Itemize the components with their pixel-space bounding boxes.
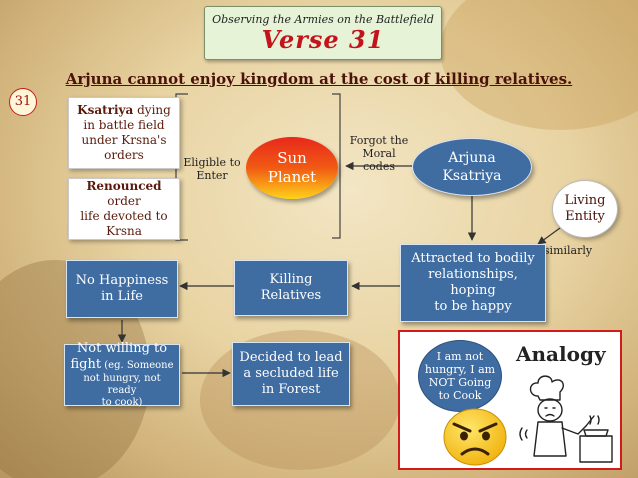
analogy-panel: Analogy I am not hungry, I am NOT Going … [398,330,622,470]
verse-badge: 31 [9,88,37,116]
angry-face-icon [443,408,507,466]
arjuna-line1: Arjuna [448,150,496,166]
analogy-title: Analogy [516,342,606,366]
not-willing-line1: Not willing to [76,341,168,356]
attracted-line2: relationships, hoping [428,267,518,298]
eligible-label: Eligible to Enter [182,156,242,182]
secluded-line2: a secluded life [243,366,339,381]
tagline: Arjuna cannot enjoy kingdom at the cost … [65,70,573,88]
ksatriya-dying-box: Ksatriya dying in battle field under Krs… [68,97,180,169]
bubble-line3: NOT Going [428,376,492,389]
killing-line2: Relatives [260,288,322,303]
attracted-box: Attracted to bodily relationships, hopin… [400,244,546,322]
living-entity-circle: Living Entity [552,180,618,238]
no-happiness-line1: No Happiness [75,273,169,288]
no-happiness-line2: in Life [101,289,143,304]
living-line1: Living [564,193,606,208]
similarly-label: similarly [543,244,593,257]
header-title: Verse 31 [261,25,385,54]
not-willing-box: Not willing to fight (eg. Someone not hu… [64,341,180,408]
killing-relatives-box: Killing Relatives [234,260,348,316]
not-willing-line3: not hungry, not ready [83,373,161,396]
chef-cooking-icon [519,375,613,463]
not-willing-line4: to cook) [101,397,143,408]
killing-line1: Killing [269,272,313,287]
forgot-line1: Forgot the [349,134,409,147]
attracted-line3: to be happy [434,299,512,314]
right-bracket [332,93,341,239]
ksatriya-word: Ksatriya [77,103,134,117]
speech-bubble: I am not hungry, I am NOT Going to Cook [418,340,502,412]
arjuna-ksatriya-oval: Arjuna Ksatriya [412,138,532,196]
ksatriya-dying-line2: in battle field [83,118,165,132]
no-happiness-box: No Happiness in Life [66,260,178,318]
not-willing-example: (eg. Someone [101,360,174,371]
header-banner: Observing the Armies on the Battlefield … [204,6,442,60]
bubble-line4: to Cook [438,389,482,402]
eligible-line2: Enter [196,169,228,182]
secluded-life-box: Decided to lead a secluded life in Fores… [232,342,350,406]
order-word: order [107,194,141,208]
sun-line1: Sun [277,149,307,167]
bubble-line2: hungry, I am [424,363,496,376]
arrow-living-to-attracted [537,227,561,245]
ksatriya-dying-line4: orders [104,148,144,162]
bubble-line1: I am not [436,350,484,363]
fight-word: fight [70,357,102,372]
ksatriya-dying-line3: under Krsna's [81,133,167,147]
dying-word: dying [133,103,171,117]
living-line2: Entity [565,209,605,224]
renounced-box: Renounced order life devoted to Krsna [68,178,180,240]
forgot-moral-codes-label: Forgot the Moral codes [346,134,412,173]
forgot-line2: Moral codes [362,147,396,173]
secluded-line3: in Forest [261,382,321,397]
renounced-line3: Krsna [106,224,142,238]
arjuna-line2: Ksatriya [442,168,502,184]
renounced-line2: life devoted to [80,209,168,223]
sun-planet: Sun Planet [246,137,338,199]
eligible-line1: Eligible to [183,156,241,169]
secluded-line1: Decided to lead [239,350,343,365]
header-subtitle: Observing the Armies on the Battlefield [212,13,434,26]
attracted-line1: Attracted to bodily [411,251,535,266]
renounced-word: Renounced [86,179,162,193]
sun-line2: Planet [267,168,317,186]
